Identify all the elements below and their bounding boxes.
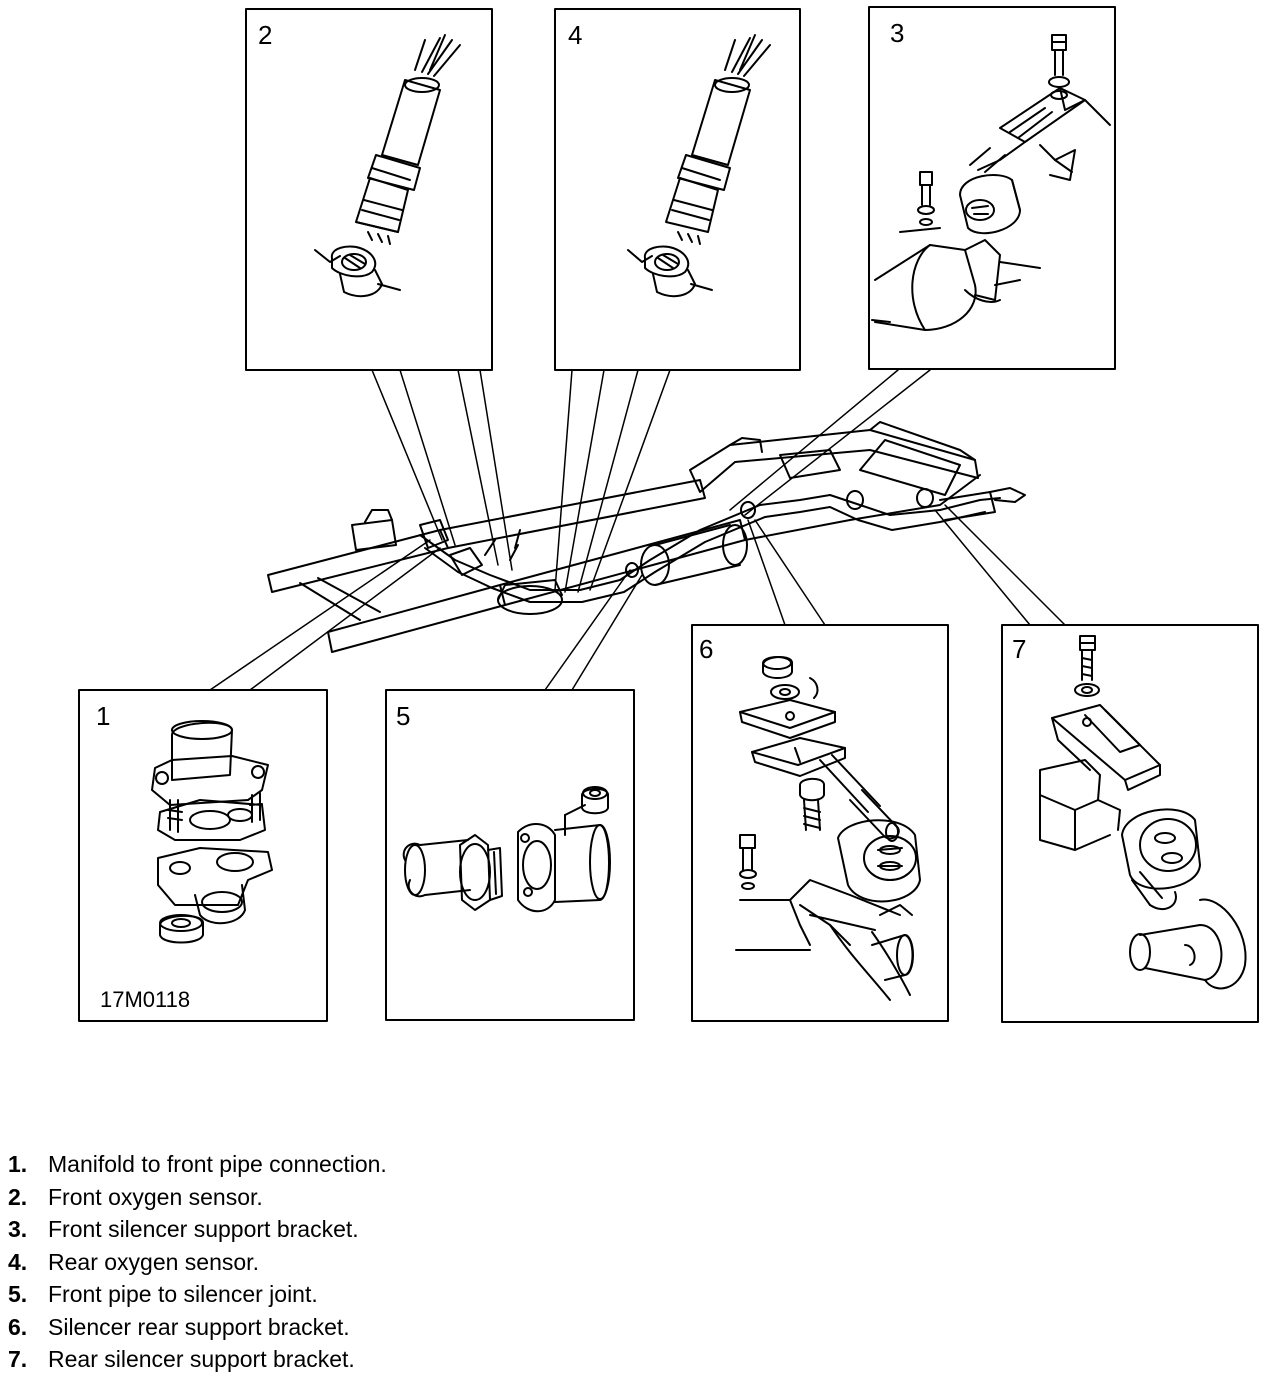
pipe-silencer-joint-illustration	[402, 786, 611, 913]
legend-text: Manifold to front pipe connection.	[48, 1151, 387, 1177]
legend-text: Front silencer support bracket.	[48, 1216, 359, 1242]
legend-number: 4.	[8, 1248, 28, 1275]
legend-text: Front oxygen sensor.	[48, 1183, 263, 1210]
panel-2-frame	[245, 8, 493, 371]
legend-number: 6.	[8, 1313, 28, 1340]
rear-silencer-bracket-illustration	[1039, 635, 1247, 990]
panel-4-number: 4	[568, 20, 582, 50]
legend-item: 1. Manifold to front pipe connection.	[8, 1148, 387, 1181]
parts-legend: 1. Manifold to front pipe connection. 2. F…	[8, 1148, 387, 1376]
exhaust-system-diagram: 17M0118	[78, 6, 1259, 1023]
legend-text: Rear oxygen sensor.	[48, 1248, 259, 1275]
legend-item: 7. Rear silencer support bracket.	[8, 1343, 387, 1376]
panel-frames	[78, 6, 1259, 1023]
panel-numbers: 2 4 3 1 5 6 7	[96, 18, 1026, 731]
manifold-connection-illustration	[151, 720, 273, 944]
panel-6-number: 6	[699, 634, 713, 664]
panel-4-frame	[554, 8, 801, 371]
legend-item: 6. Silencer rear support bracket.	[8, 1311, 387, 1344]
legend-text: Front pipe to silencer joint.	[48, 1281, 318, 1307]
legend-number: 5.	[8, 1281, 28, 1307]
legend-text: Silencer rear support bracket.	[48, 1313, 350, 1340]
panel-3-frame	[868, 6, 1116, 370]
figure-code: 17M0118	[100, 987, 190, 1012]
legend-item: 5. Front pipe to silencer joint.	[8, 1278, 387, 1311]
front-oxygen-sensor-illustration	[314, 34, 461, 298]
front-silencer-bracket-illustration	[871, 34, 1111, 331]
rear-oxygen-sensor-illustration	[627, 34, 771, 298]
legend-item: 2. Front oxygen sensor.	[8, 1181, 387, 1214]
panel-1-number: 1	[96, 701, 110, 731]
panel-1-frame	[78, 689, 328, 1022]
silencer-rear-bracket-illustration	[735, 656, 921, 1001]
legend-item: 4. Rear oxygen sensor.	[8, 1246, 387, 1279]
panel-3-number: 3	[890, 18, 904, 48]
legend-number: 1.	[8, 1151, 28, 1177]
panel-5-number: 5	[396, 701, 410, 731]
leader-lines	[209, 369, 1066, 691]
chassis-overview	[267, 421, 1026, 653]
panel-2-number: 2	[258, 20, 272, 50]
legend-number: 2.	[8, 1183, 28, 1210]
legend-number: 7.	[8, 1346, 28, 1372]
legend-item: 3. Front silencer support bracket.	[8, 1213, 387, 1246]
panel-7-number: 7	[1012, 634, 1026, 664]
legend-number: 3.	[8, 1216, 28, 1242]
legend-text: Rear silencer support bracket.	[48, 1346, 355, 1372]
panel-5-frame	[385, 689, 635, 1021]
